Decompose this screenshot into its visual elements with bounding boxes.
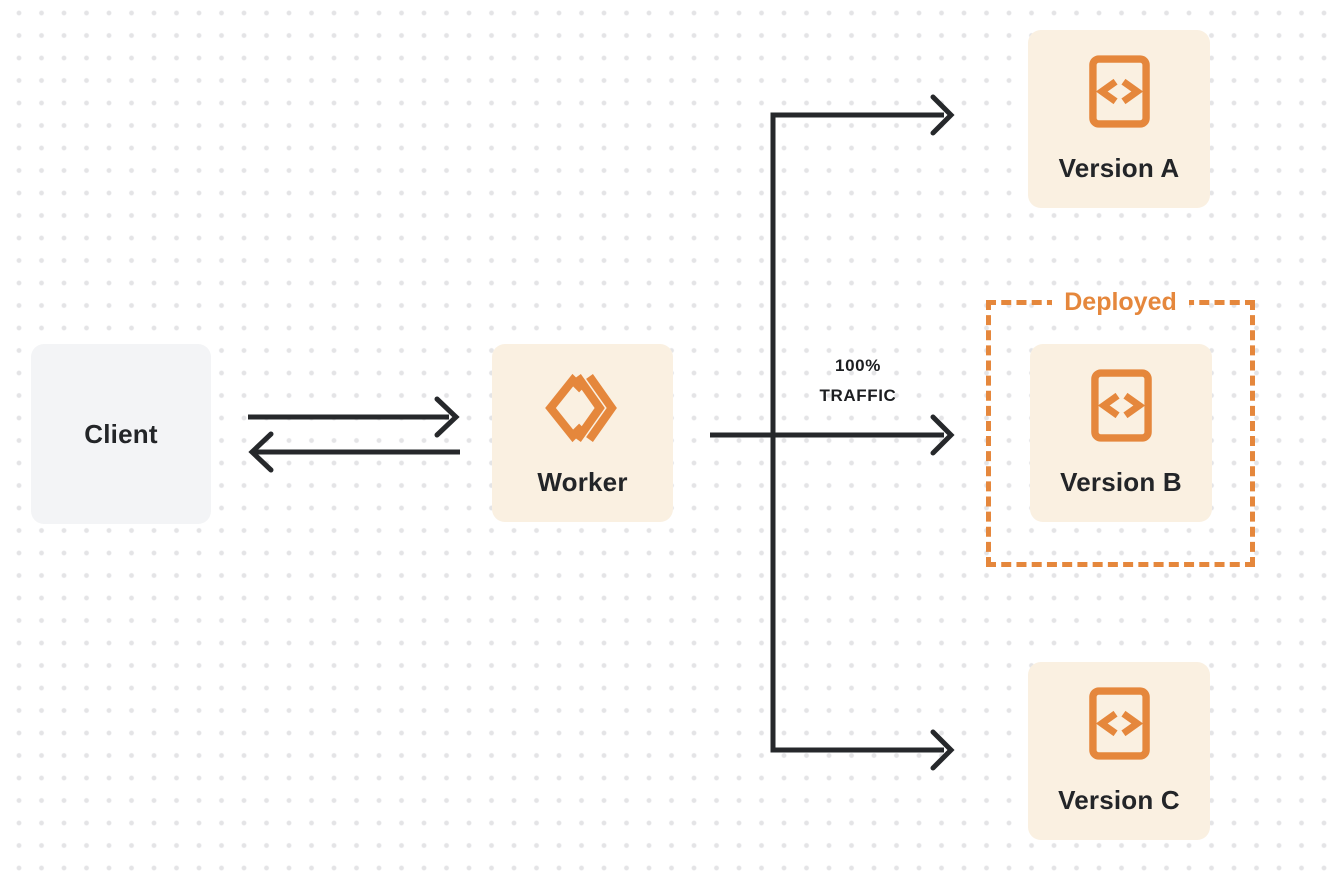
arrowhead-to-version-a [930, 94, 955, 136]
worker-label: Worker [537, 466, 628, 497]
code-file-icon [1088, 687, 1150, 760]
traffic-annotation: 100% TRAFFIC [793, 351, 923, 411]
version-b-node: Version B [1030, 344, 1212, 522]
arrow-client-to-worker [248, 396, 460, 438]
client-node: Client [31, 344, 211, 524]
version-a-label: Version A [1058, 153, 1180, 183]
version-c-label: Version C [1058, 785, 1180, 815]
branch-lines [710, 112, 944, 753]
client-label: Client [84, 418, 158, 449]
arrowhead-to-version-b [930, 414, 955, 456]
version-b-label: Version B [1060, 467, 1182, 497]
traffic-word: TRAFFIC [819, 386, 897, 405]
version-a-node: Version A [1028, 30, 1210, 208]
worker-logo-icon [544, 373, 617, 442]
traffic-percentage: 100% [835, 356, 881, 375]
arrow-worker-to-client [248, 431, 460, 473]
code-file-icon [1090, 369, 1152, 442]
arrowhead-to-version-c [930, 729, 955, 771]
version-c-node: Version C [1028, 662, 1210, 840]
code-file-icon [1088, 55, 1150, 128]
worker-node: Worker [492, 344, 673, 522]
